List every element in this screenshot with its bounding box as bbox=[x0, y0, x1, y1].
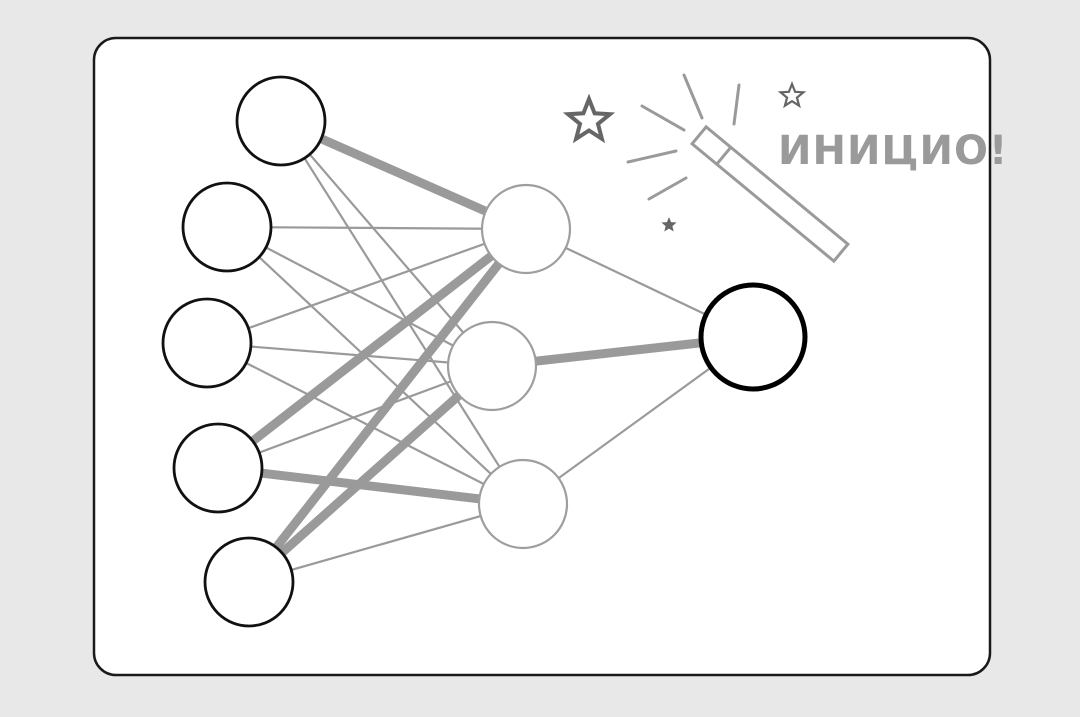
magic-wand-icon bbox=[689, 124, 851, 264]
hidden-neuron bbox=[446, 320, 538, 412]
hidden-neuron bbox=[477, 458, 569, 550]
output-neuron bbox=[698, 282, 808, 392]
star-icon bbox=[777, 81, 807, 109]
connection-input-3-hidden-3 bbox=[205, 341, 525, 506]
input-neuron bbox=[161, 297, 253, 389]
connection-input-5-hidden-2 bbox=[244, 361, 497, 587]
input-neuron bbox=[172, 422, 264, 514]
connection-input-1-hidden-3 bbox=[279, 119, 525, 506]
connection-input-3-hidden-1 bbox=[205, 227, 528, 345]
caption-text: ИНИЦИО! bbox=[778, 128, 1008, 174]
connection-input-4-hidden-1 bbox=[213, 224, 531, 473]
neurons bbox=[161, 75, 808, 628]
input-neuron bbox=[203, 536, 295, 628]
connection-input-2-hidden-1 bbox=[225, 225, 528, 231]
connection-input-3-hidden-2 bbox=[205, 341, 494, 368]
input-neuron bbox=[235, 75, 327, 167]
connection-input-1-hidden-2 bbox=[279, 119, 494, 368]
connection-input-2-hidden-3 bbox=[225, 225, 525, 506]
connection-input-2-hidden-2 bbox=[225, 225, 494, 368]
connection-input-4-hidden-2 bbox=[216, 364, 494, 470]
star-icon bbox=[562, 93, 616, 144]
connection-input-5-hidden-1 bbox=[244, 224, 531, 587]
sparkle-lines bbox=[626, 73, 741, 201]
connection-input-4-hidden-3 bbox=[213, 463, 528, 509]
connection-input-5-hidden-3 bbox=[247, 502, 525, 584]
input-neuron bbox=[181, 181, 273, 273]
hidden-neuron bbox=[480, 183, 572, 275]
star-icon bbox=[661, 217, 677, 232]
